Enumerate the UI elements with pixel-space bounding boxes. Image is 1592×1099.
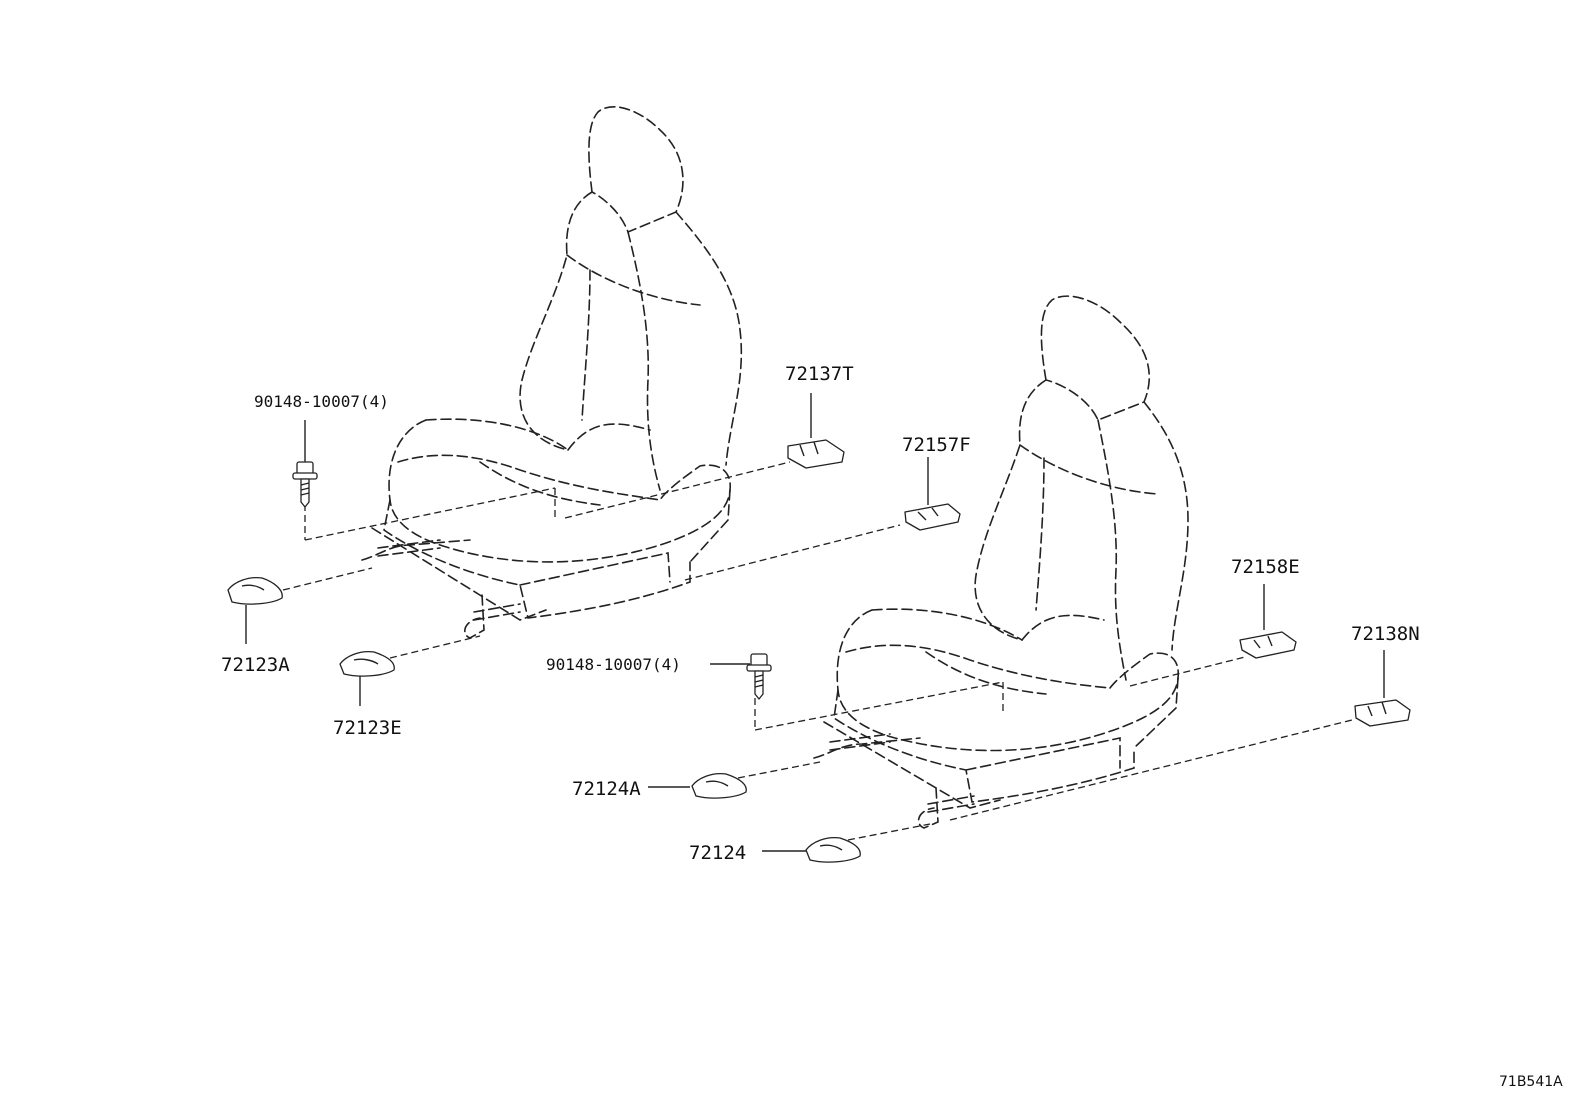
cover-72138N-icon (1354, 699, 1411, 727)
label-72124A: 72124A (572, 778, 641, 800)
label-72138N: 72138N (1351, 623, 1420, 645)
right-seat-illustration (813, 295, 1189, 829)
label-72123A: 72123A (221, 654, 290, 676)
label-left-bolt: 90148-10007(4) (254, 392, 389, 411)
cover-72123E-icon (339, 650, 395, 677)
label-right-bolt: 90148-10007(4) (546, 655, 681, 674)
diagram-code: 71B541A (1499, 1074, 1563, 1090)
label-72157F: 72157F (902, 434, 971, 456)
cover-72157F-icon (904, 503, 961, 531)
cover-72124-icon (805, 836, 861, 863)
label-72123E: 72123E (333, 717, 402, 739)
left-seat-leader-lines (245, 393, 929, 706)
label-72158E: 72158E (1231, 556, 1300, 578)
cover-72158E-icon (1239, 631, 1297, 659)
right-bolt-icon (746, 653, 772, 700)
left-bolt-icon (292, 461, 318, 508)
cover-72124A-icon (691, 772, 747, 799)
cover-72137T-icon (787, 439, 845, 469)
right-seat-leader-lines (648, 584, 1385, 852)
left-seat-illustration (361, 106, 743, 639)
cover-72123A-icon (227, 576, 283, 605)
label-72124: 72124 (689, 842, 746, 864)
label-72137T: 72137T (785, 363, 854, 385)
